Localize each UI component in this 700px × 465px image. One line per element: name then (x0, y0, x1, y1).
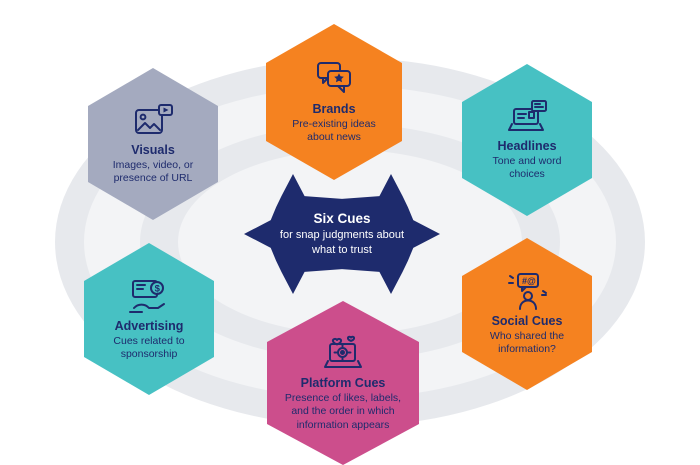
hexagon-social-cues: #@ Social Cues Who shared the informatio… (462, 238, 592, 390)
laptop-news-icon (505, 99, 549, 137)
hexagon-title: Social Cues (491, 313, 563, 328)
image-play-icon (131, 103, 175, 141)
hexagon-description: Who shared the information? (489, 329, 565, 355)
svg-text:#@: #@ (522, 276, 536, 286)
hexagon-title: Visuals (131, 142, 175, 157)
arrow-burst-shape (244, 174, 440, 294)
hexagon-description: Cues related to sponsorship (113, 334, 185, 360)
hexagon-title: Platform Cues (300, 375, 386, 390)
center-title: Six Cues (313, 211, 371, 227)
hexagon-platform-cues: Platform Cues Presence of likes, labels,… (267, 301, 419, 465)
hexagon-title: Advertising (114, 318, 184, 333)
hexagon-description: Images, video, or presence of URL (112, 158, 194, 184)
hand-dollar-icon: $ (127, 277, 171, 317)
laptop-gear-hearts-icon (321, 334, 365, 374)
chat-bubbles-star-icon (313, 60, 355, 100)
hexagon-description: Presence of likes, labels, and the order… (284, 391, 402, 431)
hexagon-description: Tone and word choices (492, 154, 562, 180)
svg-text:$: $ (155, 283, 161, 294)
center-six-cues: Six Cues for snap judgments about what t… (244, 174, 440, 294)
person-hashtag-icon: #@ (505, 272, 549, 312)
hexagon-advertising: $ Advertising Cues related to sponsorshi… (84, 243, 214, 395)
center-subtitle: for snap judgments about what to trust (279, 229, 405, 256)
hexagon-description: Pre-existing ideas about news (292, 117, 376, 143)
hexagon-title: Brands (312, 101, 356, 116)
hexagon-title: Headlines (497, 138, 557, 153)
